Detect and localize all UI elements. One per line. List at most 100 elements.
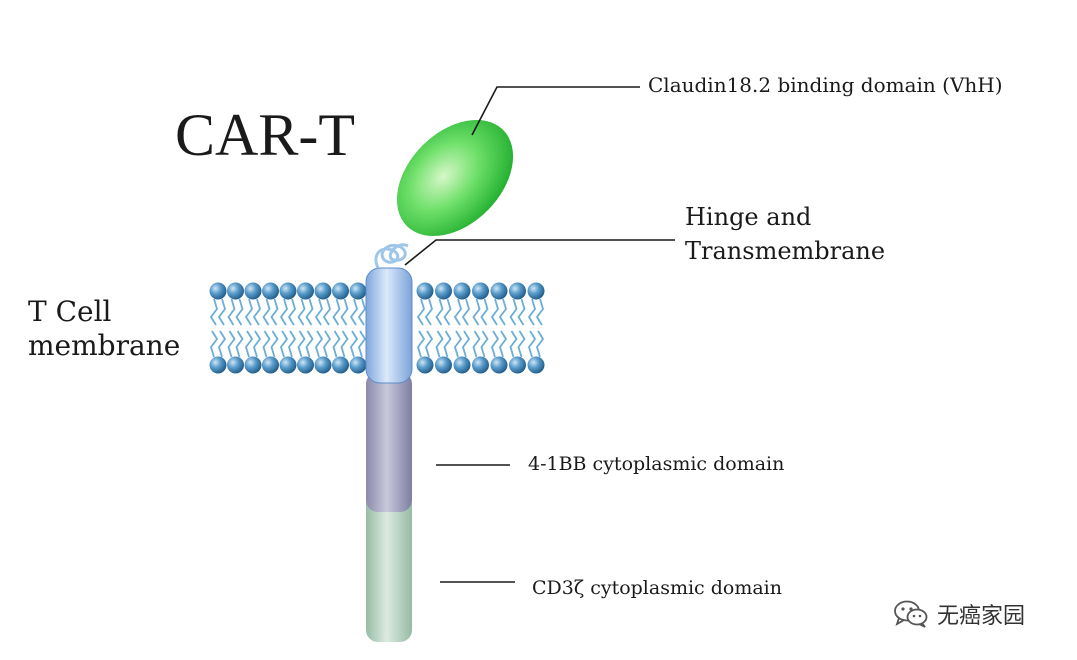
lipid-tail bbox=[357, 298, 366, 326]
lipid-tail bbox=[235, 330, 244, 358]
cd3-zeta-domain bbox=[366, 492, 412, 642]
lipid-tail bbox=[217, 298, 226, 326]
costim-domain-label: 4-1BB cytoplasmic domain bbox=[528, 453, 785, 475]
hinge-label-line-2: Transmembrane bbox=[685, 237, 886, 265]
lipid-head bbox=[314, 282, 332, 300]
lipid-tail bbox=[209, 298, 218, 326]
lipid-tail bbox=[253, 330, 262, 358]
lipid-tail bbox=[435, 330, 444, 358]
binding-domain-label: Claudin18.2 binding domain (VhH) bbox=[648, 73, 1003, 97]
lipid-tail bbox=[425, 330, 434, 358]
hinge-label-line-1: Hinge and bbox=[685, 203, 812, 231]
lipid-tail bbox=[245, 330, 254, 358]
lipid-tail bbox=[528, 330, 537, 358]
lipid-tail bbox=[323, 330, 332, 358]
membrane-label-line-2: membrane bbox=[28, 329, 181, 362]
lipid-tail bbox=[287, 298, 296, 326]
lipid-head bbox=[297, 282, 314, 300]
lipid-head bbox=[262, 356, 279, 374]
membrane-label-line-1: T Cell bbox=[28, 295, 112, 328]
lipid-tail bbox=[536, 330, 545, 358]
lipid-tail bbox=[491, 330, 500, 358]
lipid-tail bbox=[288, 330, 297, 358]
lipid-head bbox=[227, 282, 244, 300]
lipid-head bbox=[279, 356, 297, 374]
hinge-label: Hinge and Transmembrane bbox=[685, 200, 885, 268]
lipid-head bbox=[332, 282, 349, 300]
lipid-head bbox=[435, 356, 452, 374]
lipid-head bbox=[527, 356, 545, 374]
lipid-tail bbox=[349, 298, 358, 326]
lipid-head bbox=[244, 356, 262, 374]
lipid-head bbox=[472, 282, 489, 300]
lipid-tail bbox=[472, 330, 481, 358]
lipid-head bbox=[435, 282, 452, 300]
lipid-tail bbox=[480, 330, 489, 358]
lipid-tail bbox=[454, 330, 463, 358]
lipid-head bbox=[279, 282, 297, 300]
4-1bb-domain bbox=[366, 372, 412, 512]
lipid-tail bbox=[350, 330, 359, 358]
lipid-head bbox=[349, 356, 367, 374]
lipid-tail bbox=[461, 298, 470, 326]
lipid-tails bbox=[209, 298, 545, 358]
lipid-tail bbox=[297, 330, 306, 358]
lipid-tail bbox=[509, 298, 518, 326]
hinge-transmembrane-domain bbox=[365, 267, 413, 384]
lipid-tail bbox=[453, 298, 462, 326]
lipid-tail bbox=[424, 298, 433, 326]
lipid-tail bbox=[235, 298, 244, 326]
lipid-head bbox=[453, 282, 471, 300]
lipid-head bbox=[244, 282, 262, 300]
lipid-tail bbox=[270, 298, 279, 326]
lipid-head bbox=[349, 282, 367, 300]
watermark: 无癌家园 bbox=[893, 598, 1025, 630]
lipid-tail bbox=[490, 298, 499, 326]
lipid-tail bbox=[297, 298, 306, 326]
watermark-text: 无癌家园 bbox=[937, 604, 1026, 629]
lipid-head bbox=[509, 282, 526, 300]
lipid-tail bbox=[443, 298, 452, 326]
lipid-tail bbox=[509, 330, 518, 358]
lipid-tail bbox=[279, 298, 288, 326]
lipid-head bbox=[209, 356, 227, 374]
lipid-head bbox=[453, 356, 471, 374]
lipid-tail bbox=[332, 298, 341, 326]
lipid-tail bbox=[332, 330, 341, 358]
lipid-tail bbox=[340, 330, 349, 358]
wechat-icon bbox=[894, 600, 928, 628]
lipid-tail bbox=[499, 330, 508, 358]
lipid-head bbox=[209, 282, 227, 300]
leader-line-vhh bbox=[471, 86, 640, 136]
lipid-head bbox=[297, 356, 314, 374]
lipid-head bbox=[509, 356, 526, 374]
lipid-tail bbox=[262, 298, 271, 326]
lipid-tail bbox=[443, 330, 452, 358]
lipid-head bbox=[262, 282, 279, 300]
lipid-tail bbox=[305, 330, 314, 358]
lipid-tail bbox=[315, 330, 324, 358]
lipid-tail bbox=[314, 298, 323, 326]
lipid-tail bbox=[358, 330, 367, 358]
lipid-tail bbox=[322, 298, 331, 326]
lipid-head bbox=[490, 282, 508, 300]
lipid-tail bbox=[462, 330, 471, 358]
lipid-tail bbox=[340, 298, 349, 326]
lipid-heads bbox=[209, 282, 545, 374]
cd3-domain-label: CD3ζ cytoplasmic domain bbox=[532, 577, 782, 599]
lipid-tail bbox=[498, 298, 507, 326]
lipid-tail bbox=[280, 330, 289, 358]
lipid-tail bbox=[416, 298, 425, 326]
lipid-tail bbox=[435, 298, 444, 326]
lipid-tail bbox=[210, 330, 219, 358]
lipid-tail bbox=[227, 330, 236, 358]
lipid-tail bbox=[472, 298, 481, 326]
membrane-label: T Cell membrane bbox=[28, 295, 180, 363]
lipid-tail bbox=[517, 330, 526, 358]
lipid-tail bbox=[252, 298, 261, 326]
lipid-head bbox=[490, 356, 508, 374]
lipid-tail bbox=[227, 298, 236, 326]
lipid-tail bbox=[218, 330, 227, 358]
lipid-head bbox=[416, 356, 434, 374]
